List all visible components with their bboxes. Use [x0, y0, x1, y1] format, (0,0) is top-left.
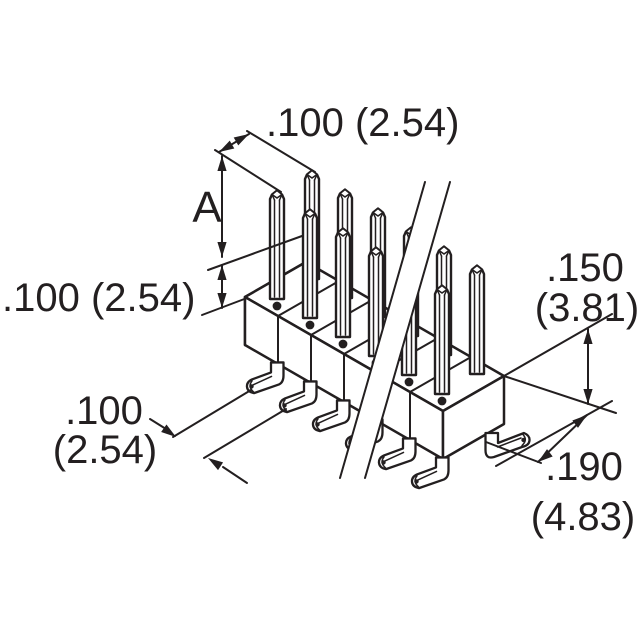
right-height-mm-label: (3.81) — [535, 286, 640, 330]
pin — [301, 208, 319, 320]
arrowhead — [217, 242, 227, 257]
pin-chamfer-edge — [436, 288, 441, 296]
pin-chamfer-edge — [379, 211, 384, 219]
arrowhead — [583, 329, 593, 344]
top-pitch-label: .100 (2.54) — [266, 101, 459, 145]
bottom-pitch-inch-label: .100 — [65, 389, 143, 433]
dim-a-label: A — [192, 183, 222, 232]
pin-chamfer-edge — [339, 192, 344, 200]
lead-edge — [285, 394, 306, 405]
pin — [468, 264, 486, 376]
pin-chamfer-edge — [278, 193, 283, 201]
lead-span-inch-label: .190 — [545, 445, 623, 489]
pin-chamfer-edge — [438, 249, 443, 257]
smt-lead-front — [278, 380, 318, 414]
dimension-line — [495, 400, 613, 467]
left-row-spacing-label: .100 (2.54) — [2, 276, 195, 320]
arrowhead — [538, 449, 553, 462]
pin-chamfer-edge — [311, 212, 316, 220]
dimension-labels: .100 (2.54) A .100 (2.54) .150 (3.81) .1… — [2, 101, 639, 539]
dimension-annotations — [149, 130, 617, 484]
smt-lead-front — [311, 399, 351, 433]
lead-edge — [496, 437, 522, 448]
pin-chamfer-edge — [377, 250, 382, 258]
lead-edge — [252, 375, 273, 386]
pin-position-dot — [437, 396, 447, 406]
pin-chamfer-edge — [471, 268, 476, 276]
pin-position-dot — [404, 377, 414, 387]
break-band-fill — [340, 182, 450, 478]
pin-chamfer-edge — [346, 192, 351, 200]
pin-chamfer-edge — [405, 230, 410, 238]
lead-tip-dot — [249, 384, 254, 389]
pin-chamfer-edge — [478, 268, 483, 276]
arrowhead — [217, 265, 227, 280]
lead-tip-dot — [381, 460, 386, 465]
body-right-face — [441, 374, 506, 461]
dimension-line — [203, 408, 287, 459]
pin-chamfer-edge — [337, 231, 342, 239]
lead-edge — [384, 451, 405, 462]
pin-chamfer-edge — [344, 231, 349, 239]
pin-chamfer-edge — [306, 173, 311, 181]
pin-chamfer-edge — [313, 173, 318, 181]
pin-position-dot — [272, 301, 282, 311]
smt-lead-front — [410, 456, 450, 490]
pin-chamfer-edge — [445, 249, 450, 257]
pin-chamfer-edge — [372, 211, 377, 219]
arrowhead — [208, 458, 224, 471]
pin — [433, 284, 451, 396]
dimension-line — [485, 441, 542, 464]
arrowhead — [572, 415, 587, 428]
pin-chamfer-edge — [370, 250, 375, 258]
arrowhead — [217, 293, 227, 308]
dimension-line — [201, 297, 248, 316]
smt-lead-front — [245, 361, 285, 395]
lead-edge — [417, 470, 438, 481]
arrowhead — [219, 140, 235, 152]
dimension-line — [214, 149, 282, 193]
lead-tip-dot — [414, 479, 419, 484]
dimension-line — [246, 130, 316, 173]
pin-chamfer-edge — [271, 193, 276, 201]
pin — [334, 227, 352, 339]
break-line — [364, 181, 451, 479]
pin-chamfer-edge — [304, 212, 309, 220]
pin-position-dot — [338, 339, 348, 349]
lead-tip-dot — [315, 422, 320, 427]
dimension-line — [503, 313, 613, 377]
dimension-line — [503, 375, 617, 414]
lead-edge — [318, 413, 339, 424]
dimension-line — [222, 466, 248, 484]
right-height-inch-label: .150 — [546, 246, 624, 290]
lead-tip-dot — [282, 403, 287, 408]
smt-lead-front — [377, 437, 417, 471]
arrowhead — [583, 389, 593, 404]
dimension-line — [207, 235, 303, 271]
dimension-line — [149, 418, 167, 430]
lead-tip-dot — [521, 437, 526, 443]
arrowhead — [161, 424, 176, 437]
break-band — [339, 181, 451, 479]
lead-span-mm-label: (4.83) — [531, 495, 636, 539]
pin-chamfer-edge — [443, 288, 448, 296]
pin-position-dot — [305, 320, 315, 330]
break-line — [339, 181, 426, 479]
arrowhead — [233, 134, 249, 146]
arrowhead — [217, 156, 227, 171]
bottom-pitch-mm-label: (2.54) — [53, 428, 158, 472]
dimension-line — [172, 389, 252, 438]
